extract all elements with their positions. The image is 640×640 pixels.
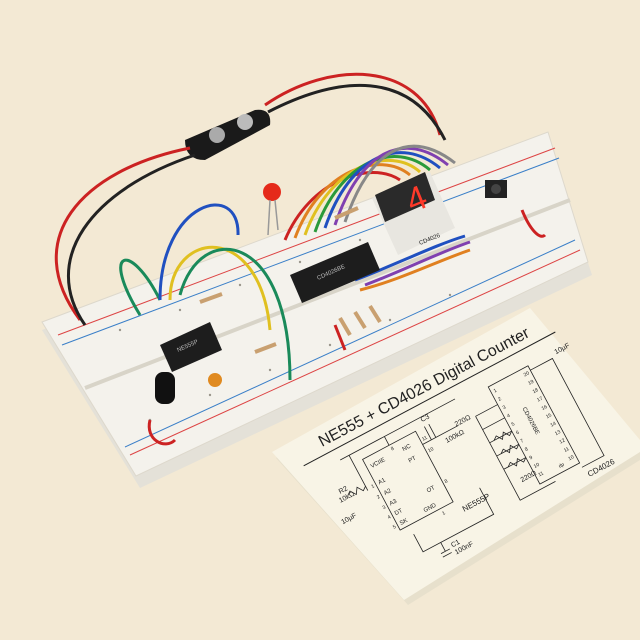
wires (54, 72, 547, 446)
pin-number: 7 (520, 438, 525, 445)
pin-label: A3 (389, 498, 399, 507)
resistors (199, 206, 382, 354)
pin-label: SK (399, 518, 409, 527)
pin-number: 16 (541, 404, 549, 412)
seven-segment-display: 4 CD4026 (372, 172, 455, 255)
pin-number: 1 (493, 388, 498, 395)
pin-number: 11 (421, 435, 429, 443)
pin-number: 18 (532, 387, 540, 395)
pin-number: 10 (567, 454, 575, 462)
pin-number: 2 (497, 396, 502, 403)
pin-number: 13 (554, 429, 562, 437)
pin-label: DT (394, 508, 404, 517)
dp-label: dp (558, 462, 566, 470)
cd4026-schematic (475, 357, 605, 501)
pin-number: 3 (502, 404, 507, 411)
pin-number: 2 (376, 494, 381, 501)
c1-label: C1 (450, 539, 461, 549)
pin-number: 9 (528, 455, 533, 462)
pin-number: 1 (441, 510, 446, 517)
pin-number: 8 (524, 446, 529, 453)
pin-label: A1 (377, 477, 387, 486)
pin-number: 5 (511, 421, 516, 428)
ceramic-capacitor (208, 373, 222, 387)
pin-number: 14 (550, 421, 558, 429)
pin-label: NC (402, 443, 413, 453)
pin-number: 4 (506, 413, 511, 420)
r2-label: R2 (338, 485, 349, 495)
pin-number: 10 (427, 446, 435, 454)
pin-label: OT (426, 485, 436, 494)
pin-label: PT (408, 455, 418, 464)
pin-number: 3 (382, 504, 387, 511)
red-led (263, 183, 281, 236)
pin-number: 11 (563, 446, 571, 454)
pin-label: A2 (383, 488, 393, 497)
pin-number: 8 (444, 478, 449, 485)
battery-clip (185, 109, 271, 160)
pin-number: 1 (370, 483, 375, 490)
pin-number: 17 (536, 396, 544, 404)
pin-number: 11 (537, 470, 545, 478)
c3-label: C3 (420, 413, 431, 423)
pin-number: 15 (545, 412, 553, 420)
pin-number: 6 (515, 430, 520, 437)
pin-number: 12 (558, 437, 566, 445)
pin-number: 19 (527, 379, 535, 387)
pin-number: 5 (392, 524, 397, 531)
pin-label: GND (423, 502, 438, 514)
pin-number: 10 (533, 462, 541, 470)
pin-number: 4 (387, 514, 392, 521)
push-button[interactable] (485, 180, 507, 198)
cd4026-chip: CD4026BE (290, 242, 380, 303)
pin-number: 8 (390, 446, 395, 453)
ne555-schematic (340, 398, 495, 558)
electrolytic-capacitor (155, 372, 175, 404)
ne555-chip: NE555P (160, 322, 222, 372)
pin-number: 20 (523, 370, 531, 378)
